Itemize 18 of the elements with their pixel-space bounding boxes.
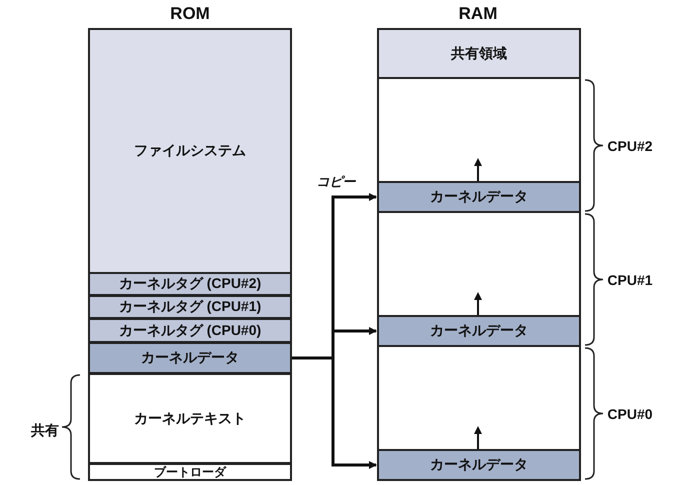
- column-heading: RAM: [458, 4, 498, 24]
- memory-region: カーネルテキスト: [88, 373, 292, 464]
- memory-region: ブートローダ: [88, 463, 292, 481]
- memory-region: 共有領域: [377, 28, 581, 79]
- memory-region: カーネルデータ: [377, 449, 581, 481]
- memory-region: カーネルデータ: [88, 342, 292, 374]
- arrow: [292, 356, 377, 469]
- column-heading: ROM: [170, 4, 210, 24]
- memory-region: ファイルシステム: [88, 28, 292, 274]
- memory-region: カーネルデータ: [377, 315, 581, 347]
- cpu-label: CPU#0: [607, 406, 653, 422]
- shared-label: 共有: [31, 422, 59, 440]
- memory-region: カーネルデータ: [377, 181, 581, 213]
- memory-region: カーネルタグ (CPU#1): [88, 295, 292, 319]
- cpu-label: CPU#2: [607, 138, 653, 154]
- memory-region: カーネルタグ (CPU#0): [88, 318, 292, 343]
- cpu-label: CPU#1: [607, 272, 653, 288]
- memory-region: カーネルタグ (CPU#2): [88, 272, 292, 296]
